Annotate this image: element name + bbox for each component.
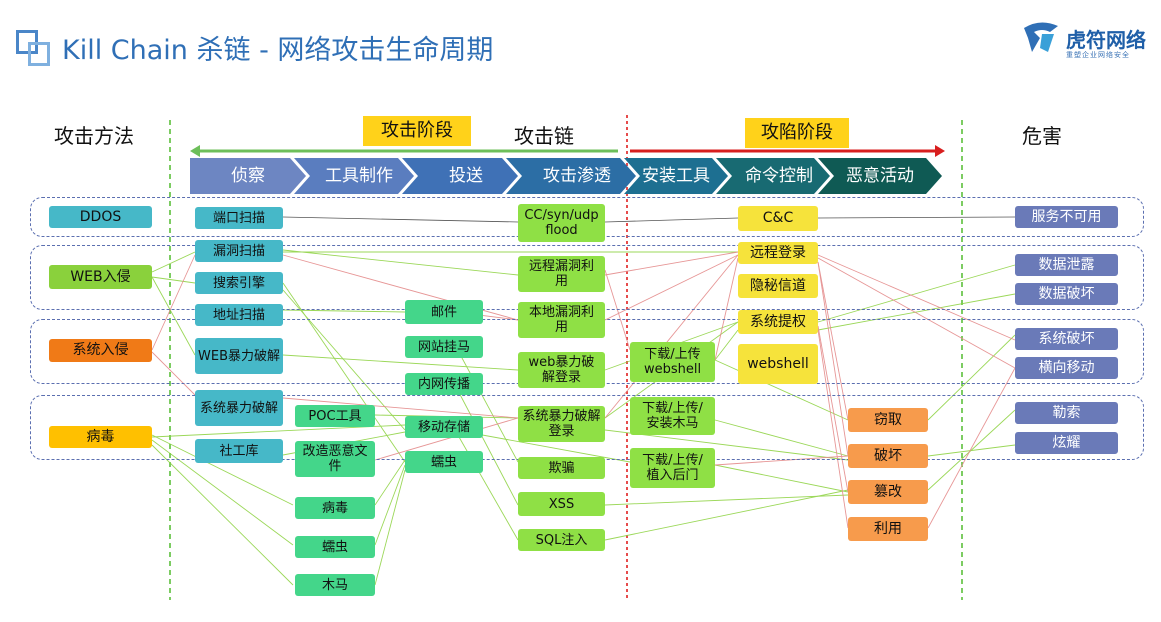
company-logo-name: 虎符网络 xyxy=(1066,28,1146,52)
chain-step-deliver: 投送 xyxy=(449,166,483,186)
exploit-remote-vuln: 远程漏洞利用 xyxy=(518,256,605,292)
deliver-intranet-spread: 内网传播 xyxy=(405,373,483,395)
tool-modified-malware: 改造恶意文件 xyxy=(295,441,375,477)
tool-poc: POC工具 xyxy=(295,405,375,427)
c2-cnc: C&C xyxy=(738,206,818,231)
method-ddos: DDOS xyxy=(49,206,152,228)
company-logo-icon xyxy=(1024,22,1058,52)
recon-social-db: 社工库 xyxy=(195,439,283,463)
company-logo-tagline: 重塑企业网络安全 xyxy=(1066,51,1130,59)
recon-port-scan: 端口扫描 xyxy=(195,207,283,229)
chain-step-exploit: 攻击渗透 xyxy=(543,166,611,186)
tool-trojan: 木马 xyxy=(295,574,375,596)
method-system-intrusion: 系统入侵 xyxy=(49,339,152,362)
chain-step-weaponize: 工具制作 xyxy=(325,166,393,186)
harm-ransom: 勒索 xyxy=(1015,402,1118,424)
c2-webshell: webshell xyxy=(738,344,818,384)
deliver-email: 邮件 xyxy=(405,300,483,324)
chain-step-install: 安装工具 xyxy=(642,166,710,186)
harm-lateral-movement: 横向移动 xyxy=(1015,357,1118,379)
deliver-worm: 蠕虫 xyxy=(405,451,483,473)
recon-vuln-scan: 漏洞扫描 xyxy=(195,240,283,262)
exploit-local-vuln: 本地漏洞利用 xyxy=(518,302,605,338)
recon-search-engine: 搜索引擎 xyxy=(195,272,283,294)
recon-web-brute-force: WEB暴力破解 xyxy=(195,338,283,374)
exploit-xss: XSS xyxy=(518,492,605,516)
kill-chain-arrow-bar xyxy=(190,158,942,194)
chain-step-recon: 侦察 xyxy=(231,166,265,186)
exploit-web-brute-login: web暴力破解登录 xyxy=(518,352,605,388)
install-webshell: 下载/上传 webshell xyxy=(630,342,715,382)
chain-step-actions: 恶意活动 xyxy=(846,166,914,186)
action-steal: 窃取 xyxy=(848,408,928,432)
harm-service-unavailable: 服务不可用 xyxy=(1015,206,1118,228)
c2-remote-login: 远程登录 xyxy=(738,242,818,264)
stage-label-attack: 攻击阶段 xyxy=(363,116,471,146)
page-title: Kill Chain 杀链 - 网络攻击生命周期 xyxy=(62,35,494,66)
header-attack-chain: 攻击链 xyxy=(514,124,574,148)
title-brandmark-icon xyxy=(16,30,52,68)
deliver-removable-storage: 移动存储 xyxy=(405,416,483,438)
tool-virus: 病毒 xyxy=(295,497,375,519)
stage-label-compromise: 攻陷阶段 xyxy=(745,118,849,148)
action-destroy: 破坏 xyxy=(848,444,928,468)
install-backdoor: 下载/上传/植入后门 xyxy=(630,448,715,488)
recon-address-scan: 地址扫描 xyxy=(195,304,283,326)
harm-system-destruction: 系统破坏 xyxy=(1015,328,1118,350)
c2-privilege-escalation: 系统提权 xyxy=(738,310,818,334)
method-web-intrusion: WEB入侵 xyxy=(49,265,152,289)
header-attack-methods: 攻击方法 xyxy=(54,124,134,148)
header-harm: 危害 xyxy=(1022,124,1062,148)
deliver-website-trojan: 网站挂马 xyxy=(405,336,483,358)
c2-covert-channel: 隐秘信道 xyxy=(738,274,818,298)
action-exploit: 利用 xyxy=(848,517,928,541)
recon-system-brute-force: 系统暴力破解 xyxy=(195,390,283,426)
action-tamper: 篡改 xyxy=(848,480,928,504)
harm-data-destruction: 数据破坏 xyxy=(1015,283,1118,305)
exploit-spoofing: 欺骗 xyxy=(518,457,605,479)
harm-data-leak: 数据泄露 xyxy=(1015,254,1118,276)
chain-step-c2: 命令控制 xyxy=(745,166,813,186)
exploit-sqli: SQL注入 xyxy=(518,529,605,551)
exploit-flood: CC/syn/udp flood xyxy=(518,204,605,242)
tool-worm: 蠕虫 xyxy=(295,536,375,558)
method-virus: 病毒 xyxy=(49,426,152,448)
harm-showing-off: 炫耀 xyxy=(1015,432,1118,454)
exploit-system-brute-login: 系统暴力破解登录 xyxy=(518,406,605,442)
install-trojan: 下载/上传/安装木马 xyxy=(630,397,715,435)
